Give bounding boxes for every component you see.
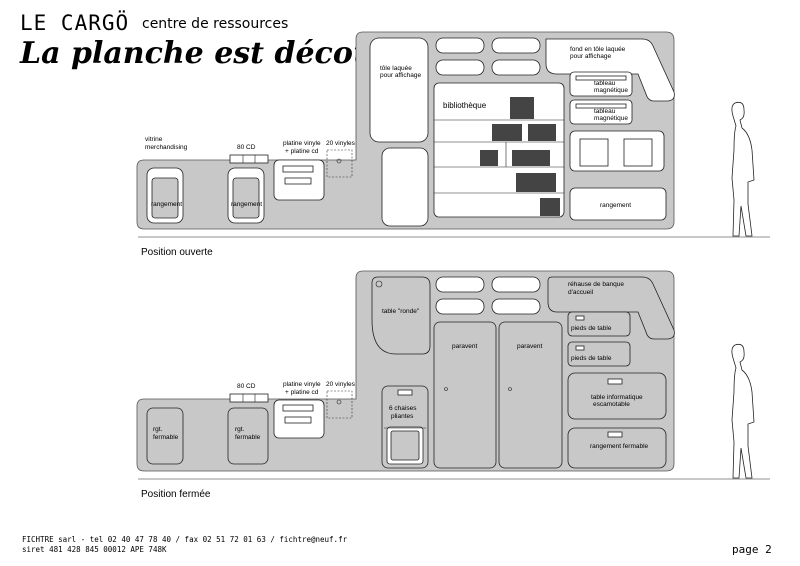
rangement-fermable-label: rangement fermable [590, 443, 649, 450]
table-info-label-2: escamotable [593, 401, 630, 408]
screen-1 [579, 138, 609, 167]
rangement-fermable [567, 427, 667, 469]
screen-2 [623, 138, 653, 167]
paravent2-label: paravent [517, 343, 542, 350]
tableau2-label-1: tableau [594, 108, 616, 115]
fond-label-2: pour affichage [570, 53, 611, 60]
brand-subtitle: centre de ressources [142, 16, 289, 32]
paravent1-label: paravent [452, 343, 477, 350]
rehausse-banque [547, 276, 675, 340]
pieds2-label: pieds de table [571, 355, 612, 362]
brand-title: LE CARGÖ [20, 11, 130, 35]
closed-position-diagram: rgt. fermable 80 CD rgt. fermable platin… [136, 270, 770, 480]
tableau1-label-2: magnétique [594, 87, 628, 94]
rgt1-label-2: fermable [153, 434, 179, 441]
books-row-1 [510, 97, 534, 119]
open-rangement-left-inner [151, 177, 179, 219]
open-rangement-mid-inner [232, 177, 260, 219]
tableau1-label-1: tableau [594, 80, 616, 87]
closed-cd-rack [229, 393, 269, 403]
person-silhouette-closed [731, 343, 755, 479]
vitrine-label-2: merchandising [145, 144, 188, 151]
tole-label-2: pour affichage [380, 72, 421, 79]
closed-platine-label-1: platine vinyle [283, 381, 321, 388]
rehausse-label-2: d'accueil [568, 289, 594, 296]
table-ronde [371, 276, 431, 355]
open-vinyles-label: 20 vinyles [326, 140, 356, 147]
person-silhouette-open [731, 101, 755, 237]
books-row-3 [516, 173, 556, 192]
closed-rgt-mid [227, 407, 269, 465]
footer-contact: FICHTRE sarl - tel 02 40 47 78 40 / fax … [22, 535, 348, 544]
open-rangement-right [569, 187, 667, 221]
books-row-2 [492, 124, 522, 141]
footer-siret: siret 481 428 845 00012 APE 748K [22, 545, 167, 554]
closed-vinyles-label: 20 vinyles [326, 381, 356, 388]
rgt2-label-2: fermable [235, 434, 261, 441]
position-closed-label: Position fermée [141, 489, 211, 500]
tableau2-label-2: magnétique [594, 115, 628, 122]
vitrine-label-1: vitrine [145, 136, 163, 143]
fond-tole-panel [545, 38, 675, 102]
rgt1-label-1: rgt. [153, 426, 163, 433]
open-rangement-left-label: rangement [151, 201, 182, 208]
closed-rgt-left [146, 407, 184, 465]
rgt2-label-1: rgt. [235, 426, 245, 433]
fond-label-1: fond en tôle laquée [570, 46, 626, 53]
paravent-1 [433, 321, 497, 469]
page-number: page 2 [732, 543, 772, 556]
open-rangement-right-label: rangement [600, 202, 631, 209]
pieds1-label: pieds de table [571, 325, 612, 332]
closed-platine-label-2: + platine cd [285, 389, 319, 396]
open-tall-locker [381, 147, 429, 227]
open-vinyles-box [326, 149, 353, 178]
tole-laquee-panel [369, 37, 429, 143]
tole-label-1: tôle laquée [380, 65, 412, 72]
open-cd-rack [229, 154, 269, 164]
books-row-4 [540, 198, 560, 216]
open-rangement-mid-label: rangement [231, 201, 262, 208]
open-cd-label: 80 CD [237, 144, 256, 151]
rehausse-label-1: réhause de banque [568, 281, 624, 288]
chaises-label-2: pliantes [391, 413, 414, 420]
open-platine-label-2: + platine cd [285, 148, 319, 155]
open-position-diagram: vitrine merchandising rangement 80 CD ra… [136, 31, 770, 238]
closed-cd-label: 80 CD [237, 383, 256, 390]
open-platine-label-1: platine vinyle [283, 140, 321, 147]
closed-vinyles-box [326, 390, 353, 419]
table-info-label-1: table informatique [591, 394, 643, 401]
table-informatique [567, 372, 667, 420]
table-ronde-label: table "ronde" [382, 308, 420, 315]
bibliotheque-label: bibliothèque [443, 101, 487, 110]
paravent-2 [498, 321, 563, 469]
chaises-label-1: 6 chaises [389, 405, 417, 412]
position-open-label: Position ouverte [141, 247, 213, 258]
